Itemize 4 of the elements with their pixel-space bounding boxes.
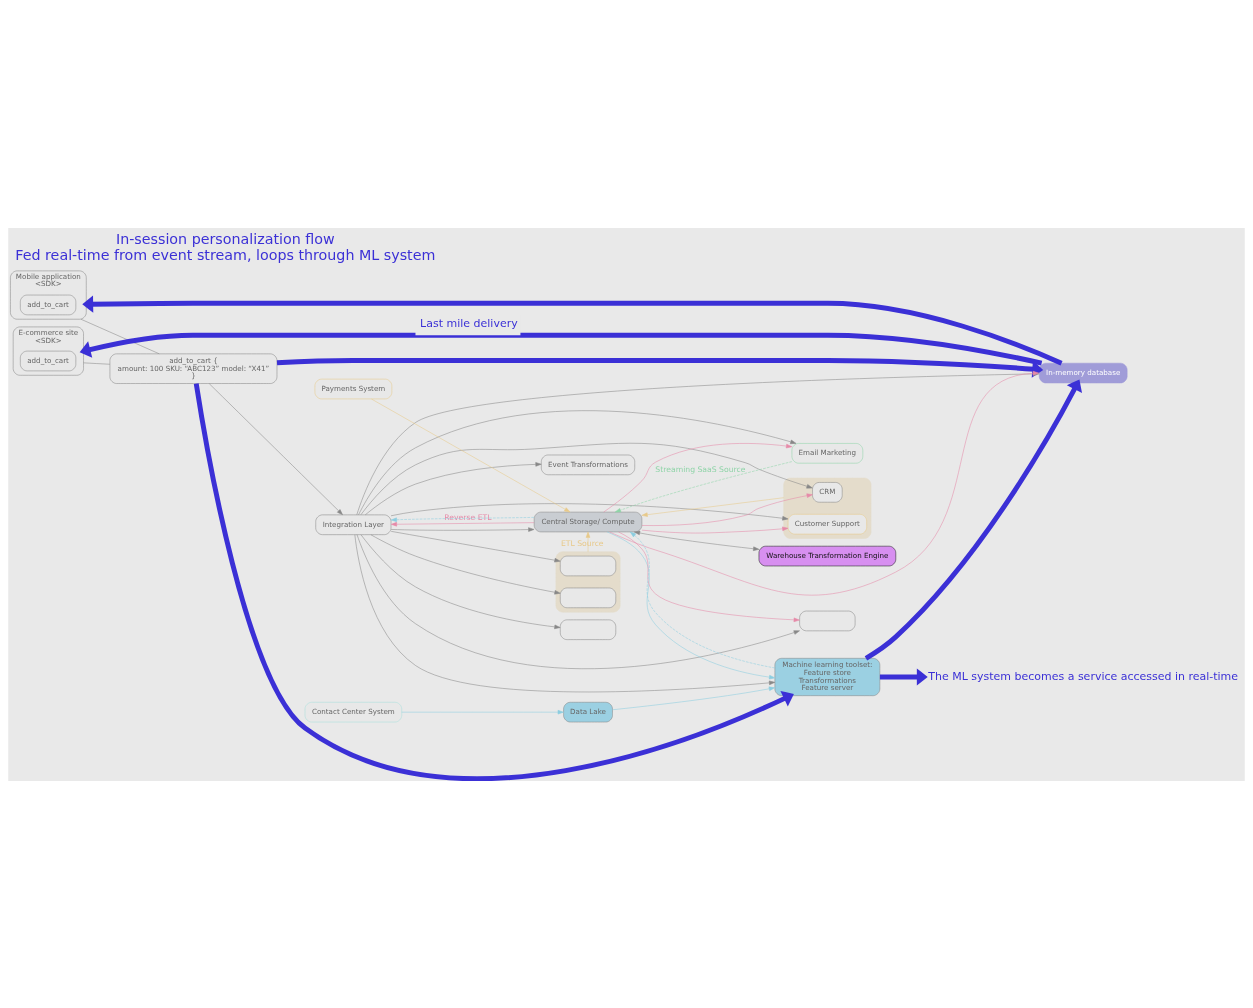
caption: Fed real-time from event stream, loops through ML system <box>15 246 436 263</box>
node-text: The ML system becomes a service accessed in real-time <box>928 669 1239 683</box>
edge-label: Last mile delivery <box>420 316 518 330</box>
diagram-title: In-session personalization flow <box>115 230 335 247</box>
